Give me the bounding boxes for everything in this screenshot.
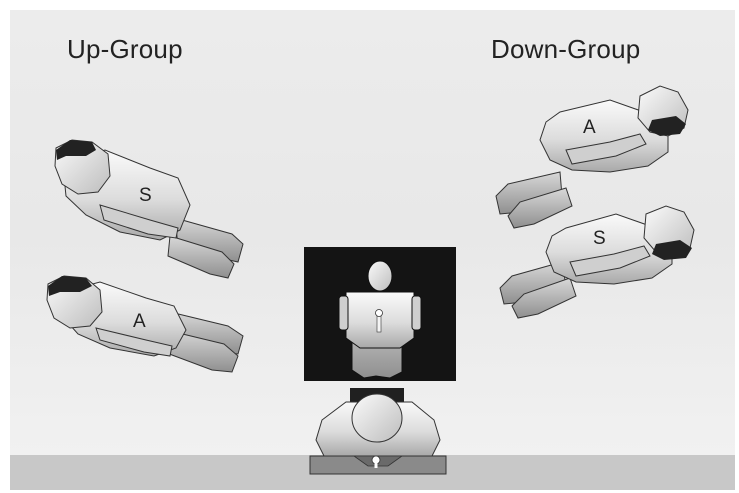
display-screen [304,247,456,381]
figure-up-bottom: A [47,276,243,372]
figure-label: A [133,311,146,332]
viewer-figure [310,388,446,474]
figure-label: S [593,228,606,249]
figure-label: S [139,185,152,206]
figure-up-top: S [55,140,243,278]
figure-label: A [583,117,596,138]
figure-down-top: A [496,86,688,228]
